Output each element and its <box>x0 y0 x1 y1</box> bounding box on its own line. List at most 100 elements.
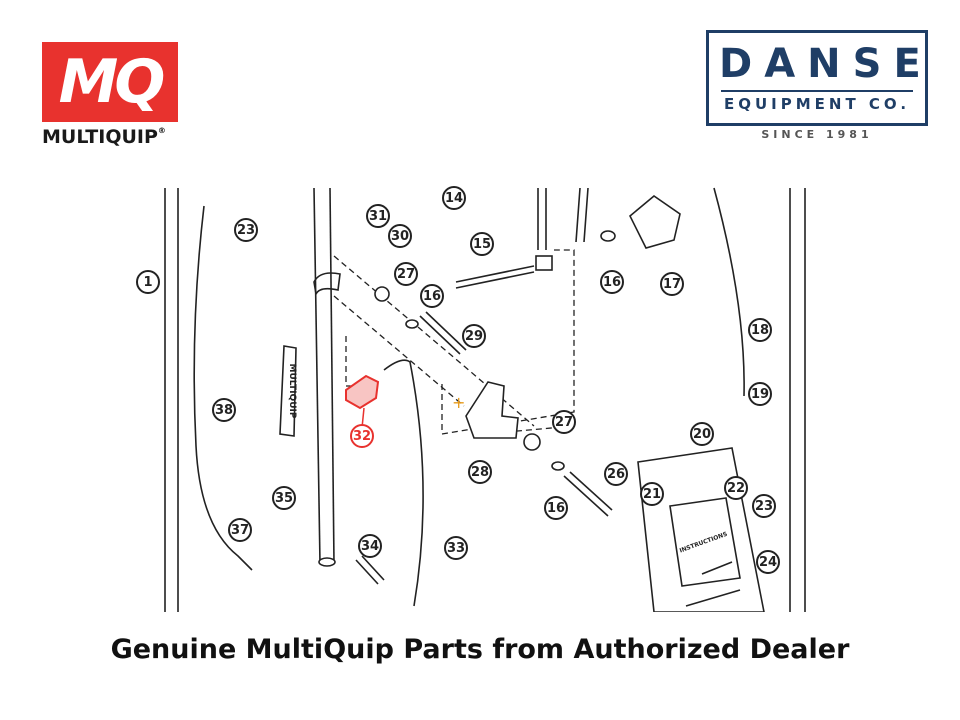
cable-33 <box>383 359 424 607</box>
callout-19: 19 <box>748 382 772 406</box>
svg-text:1: 1 <box>143 275 152 290</box>
danse-subtitle: EQUIPMENT CO. <box>723 95 911 113</box>
svg-text:37: 37 <box>231 523 249 538</box>
callout-27-mid: 27 <box>552 410 576 434</box>
bolt-34b <box>361 555 385 581</box>
callout-31: 31 <box>366 204 390 228</box>
tube-end <box>318 557 336 567</box>
knob-17 <box>629 194 681 249</box>
callout-1: 1 <box>136 270 160 294</box>
handle-text: MULTIQUIP <box>287 364 297 419</box>
bolt-26b <box>569 471 613 511</box>
multiquip-logo: MQ MULTIQUIP® <box>42 42 180 152</box>
callout-29: 29 <box>462 324 486 348</box>
svg-text:33: 33 <box>447 541 465 556</box>
callout-17: 17 <box>660 272 684 296</box>
svg-text:15: 15 <box>473 237 491 252</box>
svg-text:20: 20 <box>693 427 711 442</box>
callout-15: 15 <box>470 232 494 256</box>
washer-16-top <box>600 230 616 242</box>
callout-16-low: 16 <box>544 496 568 520</box>
svg-text:21: 21 <box>643 487 661 502</box>
clamp-bracket <box>313 272 341 297</box>
cable-38 <box>193 205 253 571</box>
bolt-34 <box>355 559 379 585</box>
svg-text:16: 16 <box>423 289 441 304</box>
svg-text:16: 16 <box>603 275 621 290</box>
caption: Genuine MultiQuip Parts from Authorized … <box>110 634 850 665</box>
danse-name: DANSE <box>719 41 933 87</box>
callout-22: 22 <box>724 476 748 500</box>
bushing-27 <box>523 433 541 451</box>
bracket-28 <box>465 381 519 439</box>
bolt-15b <box>455 271 535 289</box>
bolt-15 <box>455 265 535 283</box>
danse-logo: DANSE EQUIPMENT CO. <box>706 30 928 126</box>
wordmark-text: MULTIQUIP <box>42 126 158 148</box>
svg-text:28: 28 <box>471 465 489 480</box>
callout-23-right: 23 <box>752 494 776 518</box>
bolt-29 <box>419 315 461 355</box>
parts-diagram: MULTIQUIP INSTRUCTIONS + 1 14 23 31 <box>136 186 806 612</box>
callout-16: 16 <box>420 284 444 308</box>
cable-18 <box>713 187 745 397</box>
callout-32: 32 <box>350 424 374 448</box>
dash-path-4 <box>441 249 575 435</box>
svg-text:23: 23 <box>755 499 773 514</box>
svg-text:35: 35 <box>275 491 293 506</box>
washer-16-mid <box>551 461 565 471</box>
callout-27: 27 <box>394 262 418 286</box>
mq-letters: MQ <box>58 47 166 117</box>
callout-35: 35 <box>272 486 296 510</box>
callout-38: 38 <box>212 398 236 422</box>
grip-sleeve <box>279 345 297 437</box>
instruction-decal-21 <box>669 497 741 587</box>
spring-24b <box>685 589 741 607</box>
svg-text:30: 30 <box>391 229 409 244</box>
callout-24: 24 <box>756 550 780 574</box>
rod-a <box>537 188 547 250</box>
danse-since: SINCE 1981 <box>761 128 873 141</box>
callout-34: 34 <box>358 534 382 558</box>
bolt-29b <box>425 311 467 351</box>
callout-18: 18 <box>748 318 772 342</box>
callout-28: 28 <box>468 460 492 484</box>
multiquip-wordmark: MULTIQUIP® <box>42 126 166 148</box>
spring-24 <box>701 561 733 575</box>
callout-14: 14 <box>442 186 466 210</box>
svg-text:27: 27 <box>555 415 573 430</box>
callout-37: 37 <box>228 518 252 542</box>
bushing-27-left <box>374 286 390 302</box>
svg-text:14: 14 <box>445 191 463 206</box>
callout-26: 26 <box>604 462 628 486</box>
svg-text:27: 27 <box>397 267 415 282</box>
danse-divider <box>721 90 913 92</box>
svg-text:17: 17 <box>663 277 681 292</box>
svg-text:23: 23 <box>237 223 255 238</box>
svg-text:34: 34 <box>361 539 379 554</box>
registered-mark: ® <box>157 126 166 135</box>
mq-badge: MQ <box>42 42 178 122</box>
tube-edge-right <box>329 187 335 565</box>
svg-text:16: 16 <box>547 501 565 516</box>
svg-text:38: 38 <box>215 403 233 418</box>
svg-text:32: 32 <box>353 429 371 444</box>
nut-15 <box>535 255 553 271</box>
svg-text:19: 19 <box>751 387 769 402</box>
svg-text:18: 18 <box>751 323 769 338</box>
callout-33: 33 <box>444 536 468 560</box>
callout-23: 23 <box>234 218 258 242</box>
bolt-26 <box>563 475 609 517</box>
target-marker-icon: + <box>452 393 465 412</box>
callout-16-top: 16 <box>600 270 624 294</box>
svg-text:22: 22 <box>727 481 745 496</box>
part-32-highlighted <box>345 374 380 410</box>
svg-text:31: 31 <box>369 209 387 224</box>
callout-21: 21 <box>640 482 664 506</box>
dash-path-1 <box>333 255 535 427</box>
svg-text:26: 26 <box>607 467 625 482</box>
svg-text:24: 24 <box>759 555 777 570</box>
callout-30: 30 <box>388 224 412 248</box>
callout-20: 20 <box>690 422 714 446</box>
rod-b <box>575 187 589 243</box>
